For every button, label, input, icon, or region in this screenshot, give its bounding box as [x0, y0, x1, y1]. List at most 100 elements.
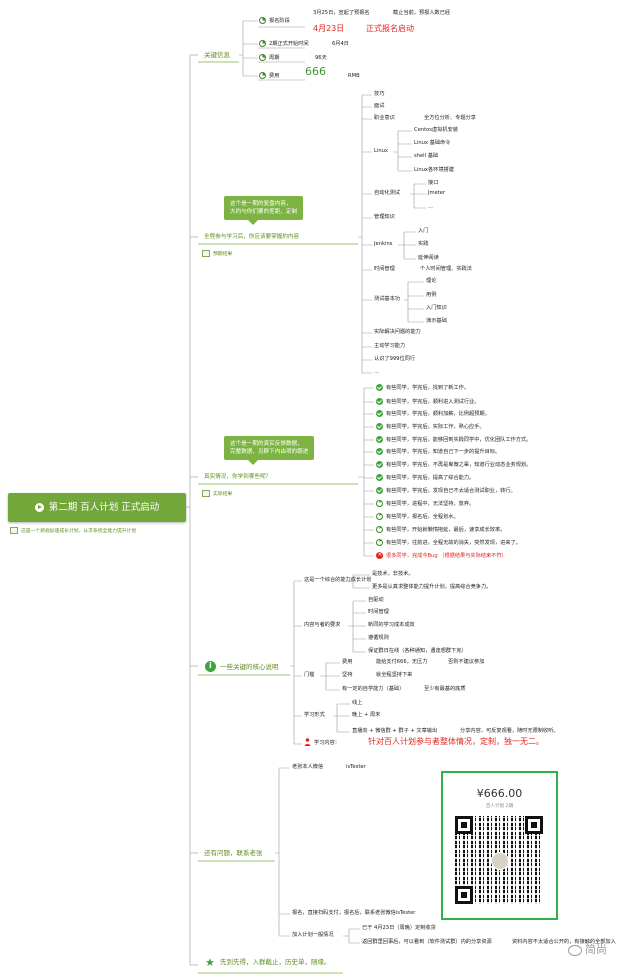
feedback-item[interactable]: 有些同学，学完后，顺利加薪，比例超预期。 [386, 411, 490, 417]
threshold-basics: 有一定的自学能力（基础） [342, 686, 405, 692]
info-icon [205, 661, 216, 672]
auto-item[interactable]: 接口 [428, 180, 439, 186]
branch-key-info[interactable]: 关键信息 [204, 51, 230, 59]
threshold-label[interactable]: 门槛 [304, 672, 315, 678]
jenkins-item[interactable]: 入门 [418, 228, 429, 234]
requirement-item: 新同的学习成本成效 [368, 622, 415, 628]
signup-instruction[interactable]: 报名，直接扫码支付，报名后，联系老张微信isTester [292, 910, 416, 916]
feedback-item[interactable]: 有些同学，学完后，不再是卑微之辈，知道行业动态业务规划。 [386, 462, 532, 468]
threshold-fee: 费用 [342, 659, 353, 665]
partial-progress-icon [376, 500, 383, 507]
linux-item[interactable]: shell 基础 [414, 153, 439, 159]
feedback-item[interactable]: 有些同学，学完后，找到了新工作。 [386, 385, 470, 391]
root-note: 这是一个新规加速成长计划，从求系统全能力提升计划 [10, 527, 136, 536]
mastery-item[interactable]: 测试基本功 [374, 296, 400, 302]
threshold-fee-note: 否则不建议参加 [448, 659, 485, 665]
wechat-label[interactable]: 老张本人微信 [292, 764, 324, 770]
linux-item[interactable]: Linux各环境搭建 [414, 167, 454, 173]
signup-detail-1: 3月25日，宣起了预报名 [313, 10, 370, 16]
mode-item: 晚上 + 周末 [352, 712, 381, 718]
learning-content-label[interactable]: 学习内容： [314, 740, 340, 746]
check-icon [376, 487, 383, 494]
chat-bubble-icon [568, 944, 582, 956]
linux-item[interactable]: Linux 基础命令 [414, 140, 451, 146]
feedback-item[interactable]: 有些同学，往前进，全程无故的消失，突然发现，进来了。 [386, 540, 521, 546]
mastery-item[interactable]: 技巧 [374, 91, 385, 97]
star-icon: ★ [205, 956, 215, 969]
threshold-stance-detail: 就全程坚持下来 [376, 672, 413, 678]
mastery-item[interactable]: 实际解决问题的能力 [374, 329, 421, 335]
basic-item[interactable]: 入门知识 [426, 305, 447, 311]
root-topic[interactable]: 第二期 百人计划 正式启动 [8, 493, 186, 522]
mastery-item[interactable]: 时间管理 [374, 266, 395, 272]
check-icon [376, 436, 383, 443]
progress-pie-icon [259, 17, 266, 24]
process-step: 返回群里回事后，可以看到（软件测试群）内的分享资源 [362, 939, 492, 945]
signup-date: 4月23日 [313, 24, 345, 33]
feedback-item[interactable]: 有些同学，进程中，无法坚持，放弃。 [386, 501, 475, 507]
mastery-item[interactable]: Jenkins [374, 241, 393, 247]
branch-reality[interactable]: 真实情况，你学到哪些呢？ [204, 474, 272, 480]
avatar [491, 852, 509, 870]
check-icon [376, 474, 383, 481]
payment-subtitle: 百人计划 2期 [485, 804, 514, 809]
qr-code[interactable] [455, 816, 543, 904]
note-icon [202, 250, 210, 257]
auto-item[interactable]: ... [428, 204, 433, 210]
basic-item[interactable]: 理论 [426, 278, 437, 284]
mastery-item[interactable]: 认识了999位同行 [374, 356, 416, 362]
mastery-item[interactable]: 自动化测试 [374, 190, 400, 196]
process-step: 已于 4月23日（周晚）定制收货 [362, 925, 436, 931]
feedback-item[interactable]: 有些同学，学完后，提高了综合能力。 [386, 475, 475, 481]
feedback-item[interactable]: 有些同学，报名后，全程划水。 [386, 514, 459, 520]
signup-stage-label[interactable]: 报名阶段 [269, 18, 290, 24]
check-icon [376, 384, 383, 391]
requirement-item: 遵循规则 [368, 635, 389, 641]
learning-mode-label[interactable]: 学习形式 [304, 712, 325, 718]
signup-start: 正式报名启动 [366, 24, 414, 33]
mastery-item[interactable]: Linux [374, 148, 388, 154]
feedback-item[interactable]: 有些同学，学完后，能够回到实践同学中，优化团队工作方式。 [386, 437, 532, 443]
cross-icon [376, 551, 383, 559]
branch-core-notes[interactable]: 一些关键的核心说明 [220, 663, 279, 671]
branch-contact[interactable]: 还有问题，联系老张 [204, 849, 263, 857]
mastery-item[interactable]: 主动学习能力 [374, 343, 406, 349]
basic-item[interactable]: 演示基础 [426, 318, 447, 324]
signup-detail-2: 截止当前，预报人数已经 [393, 10, 451, 16]
expected-result-note: 预期结果 [202, 250, 232, 259]
fee-label[interactable]: 费用 [269, 73, 280, 79]
fee-unit: RMB [348, 73, 360, 79]
wechat-id: isTester [346, 764, 366, 770]
linux-item[interactable]: Centos虚拟机安装 [414, 127, 458, 133]
mastery-item[interactable]: 管理知识 [374, 214, 395, 220]
feedback-item[interactable]: 有些同学，学完后，发现自己不太适合测试职业，转行。 [386, 488, 516, 494]
process-label[interactable]: 加入计划一般情况 [292, 932, 334, 938]
jenkins-item[interactable]: 实践 [418, 241, 429, 247]
branch-mastery[interactable]: 全程参与学习后，你应该要掌握的内容 [204, 234, 300, 240]
requirements-label[interactable]: 内容与者的要求 [304, 622, 341, 628]
process-step: 资料内容不太适合公开的，有接触的全部加入 [512, 939, 616, 945]
feedback-item[interactable]: 有些同学，学完后，实际工作，熟心应手。 [386, 424, 485, 430]
mastery-item[interactable]: 面试 [374, 103, 385, 109]
jenkins-item[interactable]: 延伸阅读 [418, 255, 439, 261]
partial-progress-icon [376, 526, 383, 533]
period-label[interactable]: 周期 [269, 55, 280, 61]
branch-first-come[interactable]: 先到先得，入群截止，历史单，随缘。 [220, 958, 331, 966]
feedback-item[interactable]: 有些同学，学完后，顺利进入测试行业。 [386, 399, 480, 405]
start-date-label[interactable]: 2期正式开始时间 [269, 41, 309, 47]
feedback-item[interactable]: 有些同学，学完后，知道自己下一步的提升目标。 [386, 449, 501, 455]
threshold-basics-note: 至少有最基的底质 [424, 686, 466, 692]
mastery-item[interactable]: ... [374, 369, 379, 375]
core-intro[interactable]: 这是一个综合的能力成长计划 [304, 577, 372, 583]
requirement-item: 自驱动 [368, 597, 384, 603]
progress-pie-icon [259, 40, 266, 47]
payment-qr-card[interactable]: ¥666.00 百人计划 2期 [441, 771, 558, 920]
feedback-item[interactable]: 很多同学，完成今Bug （根据结果与实际结束不符） [386, 553, 507, 559]
watermark: 简尚 [568, 941, 607, 957]
feedback-item[interactable]: 有些同学，开始就懒惰拖延，最后，速享成长效率。 [386, 527, 506, 533]
mastery-item[interactable]: 职业意识 [374, 115, 395, 121]
basic-item[interactable]: 用例 [426, 292, 437, 298]
auto-item[interactable]: Jmeter [428, 190, 446, 196]
